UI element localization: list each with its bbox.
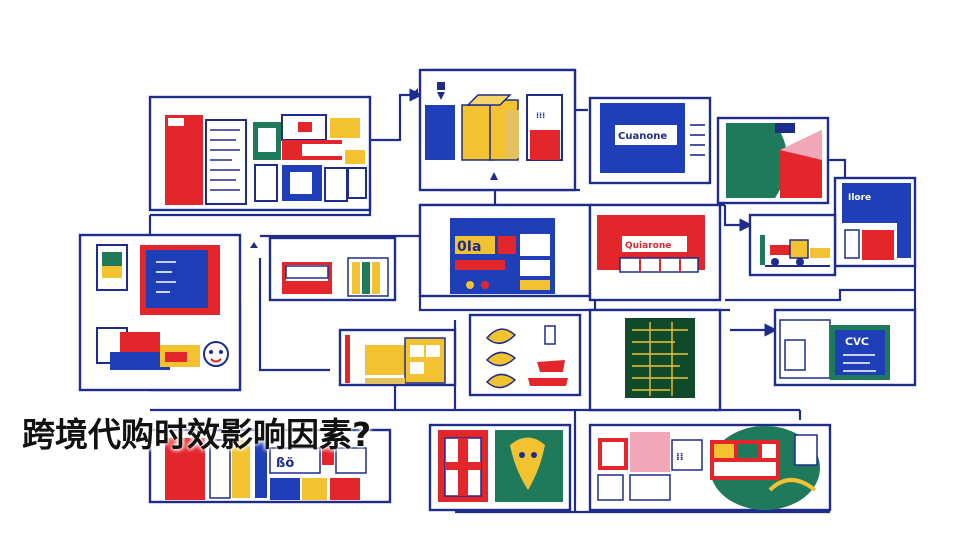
- headline-title: 跨境代购时效影响因素?: [22, 415, 372, 454]
- circuit-board-icon: [625, 318, 695, 398]
- quiarone-label: Quiarone: [625, 241, 671, 251]
- svg-text:0Ia: 0Ia: [457, 239, 481, 255]
- svg-text:⁞⁞: ⁞⁞: [676, 452, 684, 463]
- panel-cuanone-card: Cuanone: [588, 96, 712, 185]
- forklift-icon: [760, 235, 830, 267]
- panel-circuit: [588, 308, 722, 412]
- panel-document-shelf: [148, 95, 372, 212]
- ilore-label: Ilore: [848, 193, 871, 203]
- panel-quiarone-card: Quiarone: [588, 203, 722, 302]
- svg-text:⁞⁞⁞: ⁞⁞⁞: [536, 111, 545, 120]
- panel-food-shapes: [468, 313, 582, 397]
- panel-right-document: ᑕᐯᑕ: [773, 308, 917, 387]
- arrow-markers: [250, 88, 498, 248]
- panel-pie-card: [716, 116, 830, 205]
- panel-forklift: [748, 213, 837, 277]
- panel-chart-small: [268, 236, 397, 302]
- panel-center-board: 0Ia: [418, 203, 592, 298]
- svg-text:ßö: ßö: [276, 456, 294, 471]
- cuanone-label: Cuanone: [618, 131, 667, 142]
- panel-cabinet: [338, 328, 457, 387]
- panel-gift: [428, 423, 572, 512]
- panel-bottom-right-collage: ⁞⁞: [588, 423, 832, 512]
- panel-ilore-card: Ilore: [833, 176, 917, 268]
- box-stack-icon: [461, 94, 519, 161]
- panel-box-stack: ⁞⁞⁞: [418, 68, 577, 192]
- cvc-label: ᑕᐯᑕ: [845, 337, 869, 348]
- chart-icon: [347, 257, 389, 297]
- panel-left-stack: [78, 233, 242, 392]
- panel-bottom-left: ßö: [148, 428, 392, 504]
